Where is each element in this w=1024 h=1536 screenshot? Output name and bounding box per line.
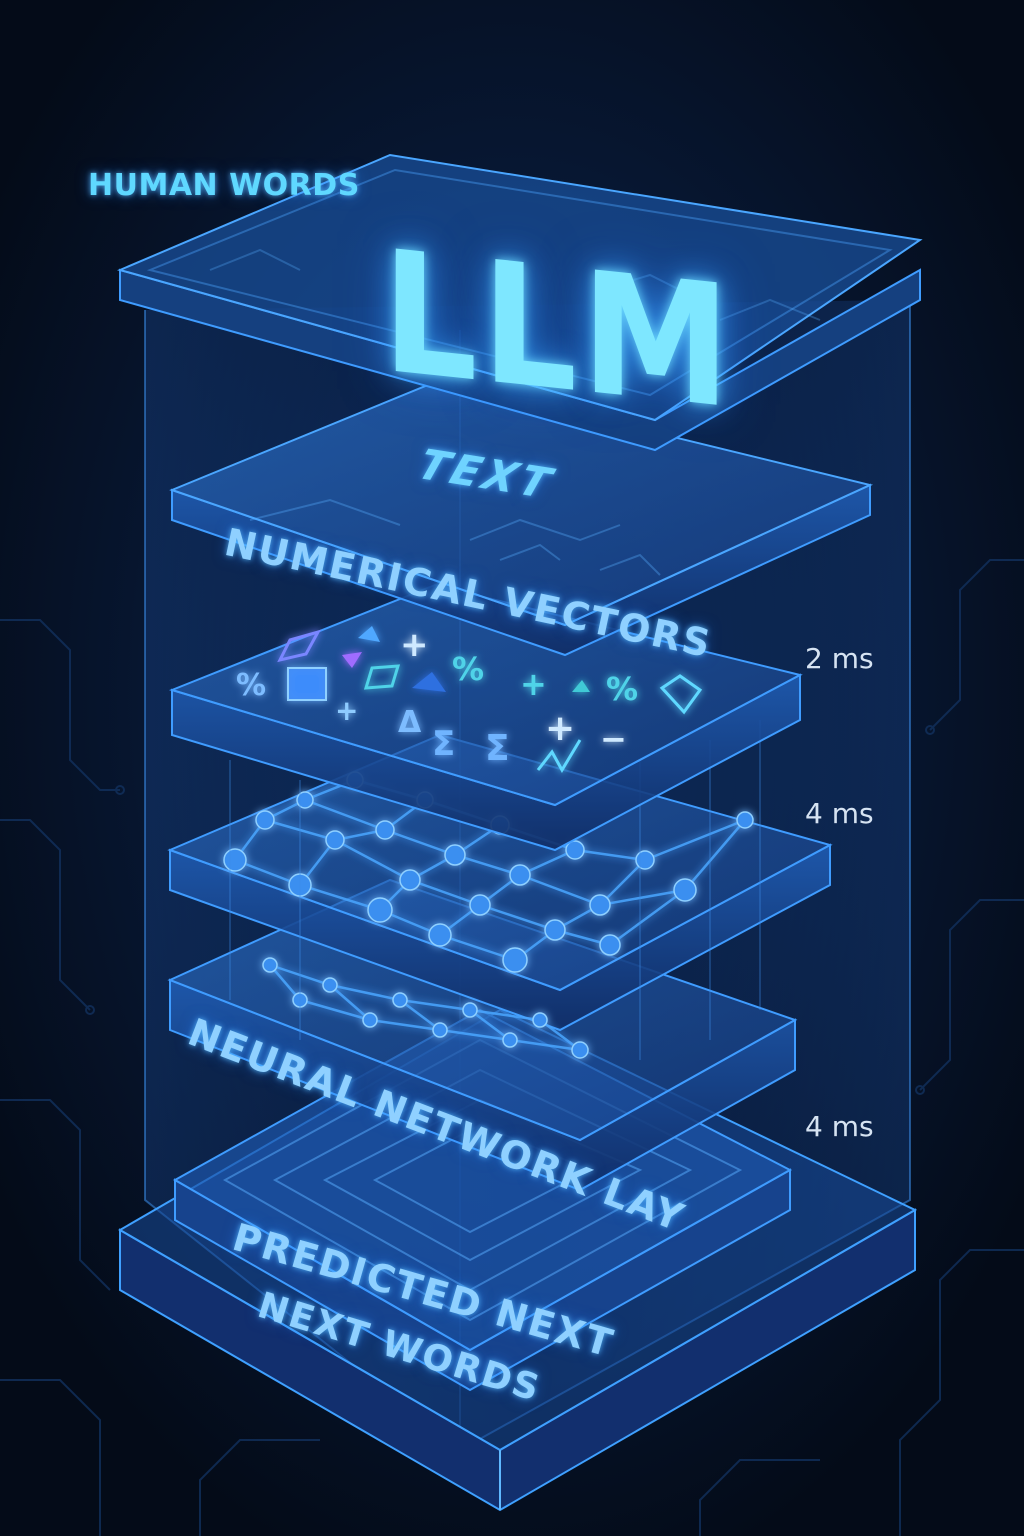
human-words-label: HUMAN WORDS bbox=[88, 168, 360, 203]
llm-top-slab bbox=[116, 153, 923, 452]
percent-symbol: % bbox=[236, 668, 266, 703]
text-slab bbox=[169, 378, 874, 657]
diamond-shape-icon bbox=[277, 629, 322, 663]
layer-connectors bbox=[229, 720, 761, 1060]
vectors-slab bbox=[168, 583, 803, 852]
plus-symbol: + bbox=[400, 625, 429, 665]
zigzag-shape-icon bbox=[536, 739, 582, 773]
minus-symbol: − bbox=[600, 720, 627, 758]
background-circuit-traces bbox=[0, 559, 1024, 1536]
plus-symbol: + bbox=[335, 694, 358, 727]
wave-shape-icon bbox=[659, 674, 703, 715]
plus-symbol: + bbox=[545, 708, 575, 749]
sigma-symbol: Σ bbox=[432, 724, 455, 764]
timing-label-vectors: 2 ms bbox=[805, 642, 874, 675]
percent-symbol: % bbox=[452, 650, 484, 688]
delta-symbol: Δ bbox=[398, 705, 422, 740]
timing-label-output: 4 ms bbox=[805, 1110, 874, 1143]
sigma-symbol: Σ bbox=[485, 728, 510, 769]
plus-symbol: + bbox=[520, 665, 547, 703]
triangle-shape-icon bbox=[412, 672, 446, 692]
triangle-shape-icon bbox=[358, 626, 380, 642]
vector-symbols: % + Δ Σ Σ + % + % + − bbox=[236, 625, 703, 773]
triangle-shape-icon bbox=[572, 680, 590, 692]
square-shape-icon bbox=[287, 667, 327, 701]
percent-symbol: % bbox=[606, 670, 638, 708]
rhombus-shape-icon bbox=[363, 664, 401, 690]
llm-title: LLM bbox=[382, 215, 735, 447]
triangle-shape-icon bbox=[342, 652, 362, 668]
timing-label-neural: 4 ms bbox=[805, 797, 874, 830]
